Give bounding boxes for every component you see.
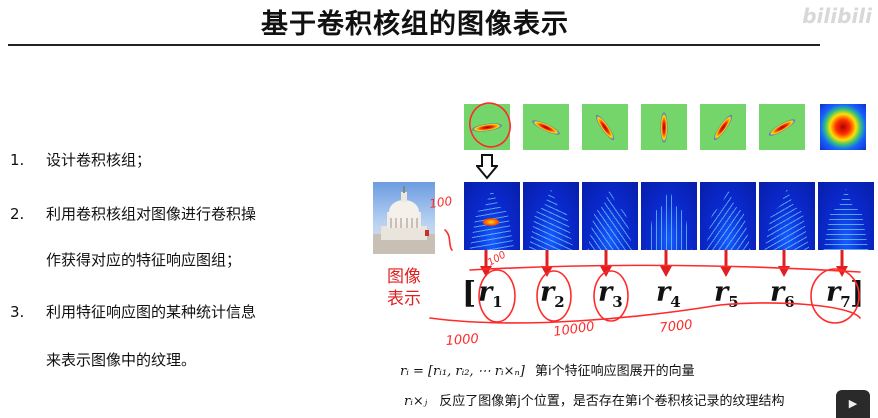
vector-element: r7 bbox=[826, 277, 851, 312]
vector-element: r4 bbox=[656, 277, 681, 312]
response-map bbox=[759, 182, 815, 250]
step-number: 1. bbox=[10, 151, 25, 169]
formula-text: 反应了图像第j个位置，是否存在第i个卷积核记录的纹理结构 bbox=[439, 394, 785, 409]
vector-element: r6 bbox=[770, 277, 795, 312]
ink-note: 1000 bbox=[445, 332, 479, 349]
down-arrow-icon bbox=[600, 250, 612, 277]
down-arrow-icon bbox=[836, 250, 848, 277]
slide-title: 基于卷积核组的图像表示 bbox=[261, 9, 569, 40]
down-arrow-icon bbox=[660, 250, 672, 277]
center-surround-filter-icon bbox=[820, 104, 866, 150]
vector-element: r2 bbox=[540, 277, 565, 312]
formula-row-vector: rᵢ = [rᵢ₁, rᵢ₂, ⋯ rᵢ×ₙ] 第i个特征响应图展开的向量 bbox=[400, 360, 695, 379]
diagonal-filter-icon bbox=[759, 104, 805, 150]
step-number: 2. bbox=[10, 205, 25, 223]
down-arrow-icon bbox=[476, 154, 498, 180]
vector-element: r1 bbox=[478, 277, 503, 312]
representation-label: 图像表示 bbox=[387, 267, 421, 309]
ink-note: 7000 bbox=[659, 318, 693, 336]
step-text: 设计卷积核组； bbox=[46, 151, 152, 169]
response-map bbox=[464, 182, 520, 250]
brand-watermark: bilibili bbox=[802, 4, 872, 28]
vector-element: r5 bbox=[714, 277, 739, 312]
step-text: 利用特征响应图的某种统计信息 bbox=[46, 303, 257, 321]
vector-close-bracket: ] bbox=[850, 276, 865, 311]
formula-row-element: rᵢ×ⱼ 反应了图像第j个位置，是否存在第i个卷积核记录的纹理结构 bbox=[404, 390, 785, 409]
oblique-filter-icon bbox=[700, 104, 746, 150]
vector-open-bracket: [ bbox=[462, 276, 477, 311]
response-map bbox=[818, 182, 874, 250]
formula-text: 第i个特征响应图展开的向量 bbox=[535, 364, 695, 379]
step-text: 作获得对应的特征响应图组； bbox=[46, 251, 242, 269]
formula-math: rᵢ = [rᵢ₁, rᵢ₂, ⋯ rᵢ×ₙ] bbox=[400, 364, 525, 379]
response-map bbox=[700, 182, 756, 250]
diagonal-filter-icon bbox=[523, 104, 569, 150]
vector-element: r3 bbox=[598, 277, 623, 312]
response-map bbox=[641, 182, 697, 250]
down-arrow-icon bbox=[541, 250, 553, 277]
down-arrow-icon bbox=[480, 250, 492, 277]
oblique-filter-icon bbox=[582, 104, 628, 150]
horizontal-filter-icon bbox=[464, 104, 510, 150]
response-map bbox=[523, 182, 579, 250]
video-overlay-icon[interactable]: ▶ bbox=[836, 390, 870, 418]
step-text: 来表示图像中的纹理。 bbox=[46, 351, 197, 369]
step-number: 3. bbox=[10, 303, 25, 321]
ink-note: 10000 bbox=[552, 319, 595, 340]
response-map bbox=[582, 182, 638, 250]
down-arrow-icon bbox=[778, 250, 790, 277]
input-image bbox=[373, 182, 435, 254]
title-divider bbox=[8, 44, 820, 46]
down-arrow-icon bbox=[720, 250, 732, 277]
capitol-building-icon bbox=[373, 186, 435, 254]
step-text: 利用卷积核组对图像进行卷积操 bbox=[46, 205, 257, 223]
formula-math: rᵢ×ⱼ bbox=[404, 394, 428, 409]
vertical-filter-icon bbox=[641, 104, 687, 150]
